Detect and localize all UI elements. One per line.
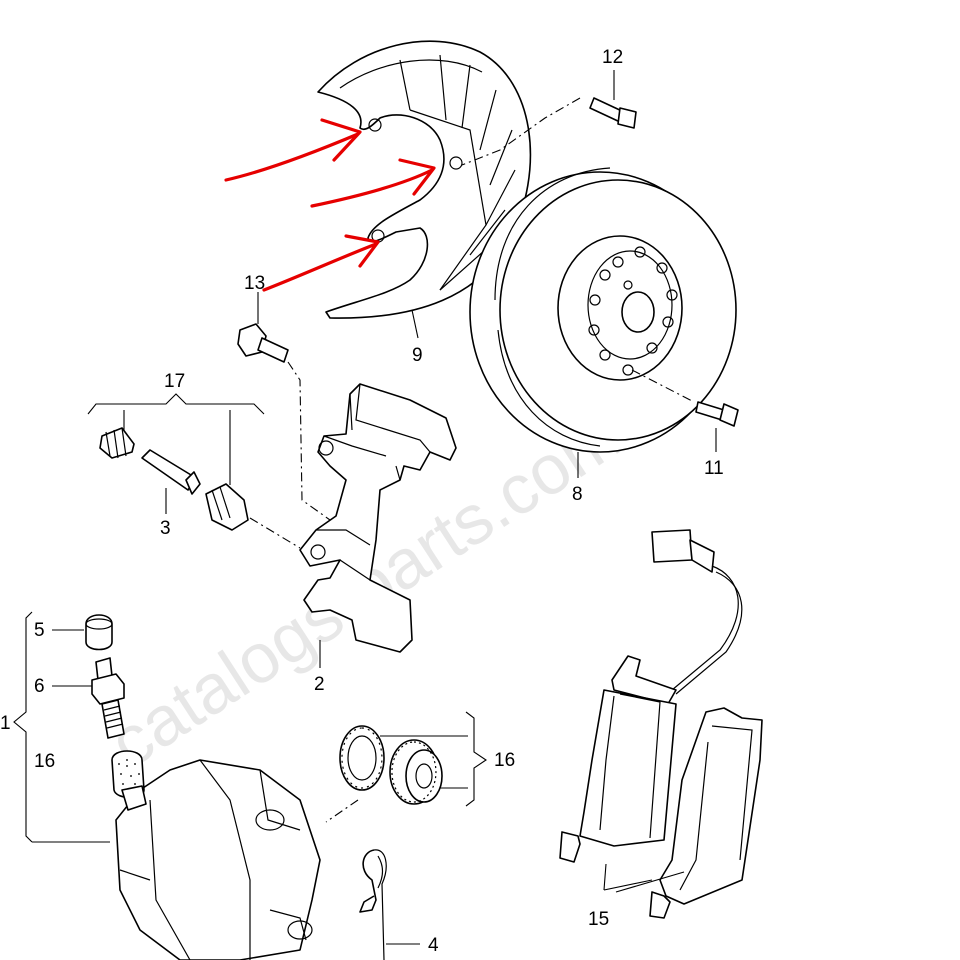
callout-12: 12 xyxy=(602,47,623,68)
seal-kit-part-16-right xyxy=(325,711,487,823)
callout-8: 8 xyxy=(572,484,583,505)
brake-disc-part-8 xyxy=(469,167,737,478)
callout-16-left: 16 xyxy=(34,751,55,772)
red-arrow-middle xyxy=(310,158,436,208)
splash-shield-part-9 xyxy=(317,40,532,339)
callout-11: 11 xyxy=(704,458,724,479)
brake-pads-part-15 xyxy=(559,529,763,919)
callout-5: 5 xyxy=(34,620,45,641)
callout-16-right: 16 xyxy=(494,750,515,771)
callout-9: 9 xyxy=(412,345,423,366)
caliper-housing-part-1 xyxy=(13,611,321,960)
callout-3: 3 xyxy=(160,518,171,539)
disc-bolt-holes xyxy=(588,246,678,376)
callout-6: 6 xyxy=(34,676,45,697)
red-arrow-top xyxy=(224,118,362,182)
dust-cap-part-5 xyxy=(52,614,113,651)
bolt-part-13 xyxy=(237,292,331,521)
callout-2: 2 xyxy=(314,674,325,695)
callout-13: 13 xyxy=(244,273,265,294)
bolt-part-12 xyxy=(461,70,637,166)
red-arrow-bottom xyxy=(262,234,380,292)
callout-15: 15 xyxy=(588,909,609,930)
red-annotation-arrows xyxy=(224,118,436,292)
guide-pin-kit-part-17 xyxy=(87,393,301,549)
callout-1: 1 xyxy=(0,713,11,734)
spring-clip-part-4 xyxy=(359,849,420,960)
piston-part-16-left xyxy=(111,750,147,811)
callout-labels: 12 13 9 17 11 8 3 5 2 6 1 16 16 15 4 xyxy=(0,47,724,956)
screw-part-11 xyxy=(631,369,739,452)
callout-17: 17 xyxy=(164,371,185,392)
bleeder-screw-part-6 xyxy=(52,657,125,739)
caliper-carrier-part-2 xyxy=(299,383,457,668)
callout-4: 4 xyxy=(428,935,439,956)
